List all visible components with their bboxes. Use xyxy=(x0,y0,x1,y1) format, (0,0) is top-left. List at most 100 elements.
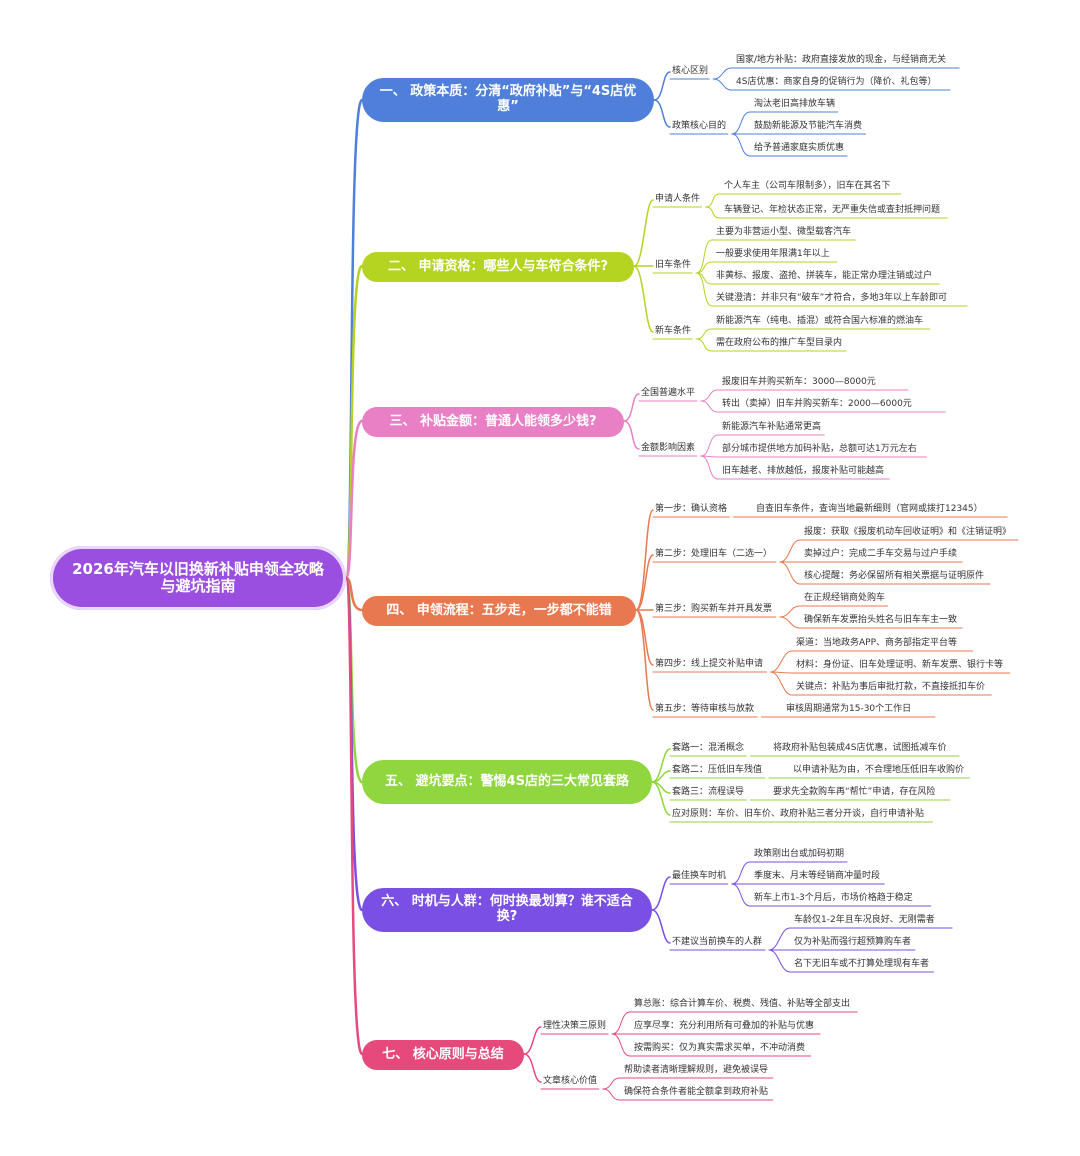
subtopic-label[interactable]: 最佳换车时机 xyxy=(672,871,727,881)
subtopic-label[interactable]: 旧车条件 xyxy=(655,260,692,270)
branch-group-link xyxy=(635,509,654,611)
leaf-item[interactable]: 新车上市1-3个月后，市场价格趋于稳定 xyxy=(754,893,913,903)
branch-topic[interactable]: 六、 时机与人群：何时换最划算？谁不适合换? xyxy=(362,888,652,932)
leaf-item[interactable]: 要求先全款购车再“帮忙”申请，存在风险 xyxy=(773,787,936,797)
branch-group-link xyxy=(633,199,654,267)
leaf-item[interactable]: 转出（卖掉）旧车并购买新车：2000—6000元 xyxy=(722,399,912,409)
branch-topic[interactable]: 五、 避坑要点：警惕4S店的三大常见套路 xyxy=(362,760,652,804)
subtopic-label[interactable]: 第二步：处理旧车（二选一） xyxy=(655,549,773,559)
branch-group-link xyxy=(523,1026,542,1055)
branch-topic[interactable]: 三、 补贴金额：普通人能领多少钱? xyxy=(362,407,624,437)
subtopic-label[interactable]: 套路一：混淆概念 xyxy=(672,743,745,753)
group-item-link xyxy=(695,239,713,274)
leaf-item[interactable]: 渠道：当地政务APP、商务部指定平台等 xyxy=(796,638,958,648)
leaf-item[interactable]: 淘汰老旧高排放车辆 xyxy=(754,99,836,109)
subtopic-label[interactable]: 第五步：等待审核与放款 xyxy=(655,704,755,714)
leaf-item[interactable]: 个人车主（公司车限制多），旧车在其名下 xyxy=(724,181,891,191)
branch-topic[interactable]: 二、 申请资格：哪些人与车符合条件? xyxy=(362,252,634,282)
leaf-item[interactable]: 部分城市提供地方加码补贴，总额可达1万元左右 xyxy=(722,444,917,454)
subtopic-label[interactable]: 金额影响因素 xyxy=(641,443,696,453)
group-item-link xyxy=(700,400,719,413)
branch-topic[interactable]: 七、 核心原则与总结 xyxy=(362,1040,524,1070)
leaf-item[interactable]: 按需购买：仅为真实需求买单，不冲动消费 xyxy=(634,1043,806,1053)
group-item-link xyxy=(695,338,713,352)
leaf-item[interactable]: 算总账：综合计算车价、税费、残值、补贴等全部支出 xyxy=(634,999,851,1009)
leaf-item[interactable]: 以申请补贴为由，不合理地压低旧车收购价 xyxy=(793,765,965,775)
subtopic-label[interactable]: 套路二：压低旧车残值 xyxy=(672,765,763,775)
group-item-link xyxy=(779,605,801,618)
group-item-link xyxy=(695,328,713,340)
branch-group-link xyxy=(623,420,640,450)
leaf-item[interactable]: 非黄标、报废、盗抢、拼装车，能正常办理注销或过户 xyxy=(716,271,933,281)
subtopic-label[interactable]: 新车条件 xyxy=(655,326,692,336)
branch-topic[interactable]: 一、 政策本质：分清“政府补贴”与“4S店优惠” xyxy=(362,78,654,122)
leaf-item[interactable]: 主要为非营运小型、微型载客汽车 xyxy=(716,227,852,237)
leaf-item[interactable]: 需在政府公布的推广车型目录内 xyxy=(716,338,843,348)
subtopic-label[interactable]: 第四步：线上提交补贴申请 xyxy=(655,659,764,669)
leaf-item[interactable]: 在正规经销商处购车 xyxy=(804,593,886,603)
leaf-item[interactable]: 确保新车发票抬头姓名与旧车车主一致 xyxy=(804,615,958,625)
leaf-item[interactable]: 名下无旧车或不打算处理现有车者 xyxy=(794,959,930,969)
leaf-item[interactable]: 季度末、月末等经销商冲量时段 xyxy=(754,871,881,881)
subtopic-label[interactable]: 文章核心价值 xyxy=(543,1076,598,1086)
leaf-item[interactable]: 卖掉过户：完成二手车交易与过户手续 xyxy=(804,549,958,559)
leaf-item[interactable]: 关键澄清：并非只有“破车”才符合，多地3年以上车龄即可 xyxy=(716,293,948,303)
leaf-item[interactable]: 国家/地方补贴：政府直接发放的现金，与经销商无关 xyxy=(736,55,947,65)
group-item-link xyxy=(602,1077,621,1090)
leaf-item[interactable]: 旧车越老、排放越低，报废补贴可能越高 xyxy=(722,466,885,476)
branch-group-link xyxy=(653,71,671,101)
leaf-item[interactable]: 核心提醒：务必保留所有相关票据与证明原件 xyxy=(804,571,985,581)
group-item-link xyxy=(705,193,721,208)
leaf-item[interactable]: 政策刚出台或加码初期 xyxy=(754,849,845,859)
root-topic[interactable]: 2026年汽车以旧换新补贴申领全攻略与避坑指南 xyxy=(50,546,346,610)
subtopic-label[interactable]: 第三步：购买新车并开具发票 xyxy=(655,604,773,614)
branch-topic[interactable]: 四、 申领流程：五步走，一步都不能错 xyxy=(362,596,636,626)
leaf-item[interactable]: 车龄仅1-2年且车况良好、无刚需者 xyxy=(794,915,935,925)
branch-group-link xyxy=(651,876,671,911)
group-item-link xyxy=(705,206,721,219)
subtopic-label[interactable]: 第一步：确认资格 xyxy=(655,504,728,514)
leaf-item[interactable]: 新能源汽车（纯电、插混）或符合国六标准的燃油车 xyxy=(716,316,924,326)
leaf-item[interactable]: 应享尽享：充分利用所有可叠加的补贴与优惠 xyxy=(634,1021,815,1031)
branch-group-link xyxy=(651,909,671,944)
subtopic-label[interactable]: 套路三：流程误导 xyxy=(672,787,745,797)
group-item-link xyxy=(779,561,801,585)
leaf-item[interactable]: 报废旧车并购买新车：3000—8000元 xyxy=(722,377,876,387)
subtopic-label[interactable]: 申请人条件 xyxy=(655,194,701,204)
subtopic-label[interactable]: 应对原则：车价、旧车价、政府补贴三者分开谈，自行申请补贴 xyxy=(672,809,925,819)
leaf-item[interactable]: 4S店优惠：商家自身的促销行为（降价、礼包等） xyxy=(736,77,937,87)
leaf-item[interactable]: 材料：身份证、旧车处理证明、新车发票、银行卡等 xyxy=(796,660,1004,670)
leaf-item[interactable]: 关键点：补贴为事后审批打款，不直接抵扣车价 xyxy=(796,682,986,692)
group-item-link xyxy=(731,883,751,907)
group-item-link xyxy=(700,434,719,457)
group-item-link xyxy=(731,861,751,885)
subtopic-label[interactable]: 政策核心目的 xyxy=(672,121,727,131)
leaf-item[interactable]: 新能源汽车补贴通常更高 xyxy=(722,422,822,432)
leaf-item[interactable]: 给予普通家庭实质优惠 xyxy=(754,143,845,153)
branch-group-link xyxy=(523,1053,542,1083)
group-item-link xyxy=(768,949,791,973)
root-branch-link xyxy=(344,576,364,1056)
subtopic-label[interactable]: 理性决策三原则 xyxy=(543,1021,607,1031)
leaf-item[interactable]: 报废：获取《报废机动车回收证明》和《注销证明》 xyxy=(804,527,1012,537)
leaf-item[interactable]: 一般要求使用年限满1年以上 xyxy=(716,249,830,259)
group-item-link xyxy=(712,78,733,91)
leaf-item[interactable]: 车辆登记、年检状态正常，无严重失信或查封抵押问题 xyxy=(724,205,941,215)
leaf-item[interactable]: 确保符合条件者能全额拿到政府补贴 xyxy=(624,1087,769,1097)
group-item-link xyxy=(768,927,791,951)
leaf-item[interactable]: 将政府补贴包装成4S店优惠，试图抵减车价 xyxy=(773,743,947,753)
subtopic-label[interactable]: 全国普遍水平 xyxy=(641,388,696,398)
leaf-item[interactable]: 帮助读者清晰理解规则，避免被误导 xyxy=(624,1065,769,1075)
group-item-link xyxy=(770,671,793,696)
leaf-item[interactable]: 鼓励新能源及节能汽车消费 xyxy=(754,121,863,131)
group-item-link xyxy=(779,539,801,563)
group-item-link xyxy=(700,455,719,480)
leaf-item[interactable]: 自查旧车条件，查询当地最新细则（官网或拨打12345） xyxy=(756,504,983,514)
group-item-link xyxy=(602,1088,621,1101)
subtopic-label[interactable]: 不建议当前换车的人群 xyxy=(672,937,763,947)
subtopic-label[interactable]: 核心区别 xyxy=(672,66,709,76)
leaf-item[interactable]: 审核周期通常为15-30个工作日 xyxy=(786,704,912,714)
leaf-item[interactable]: 仅为补贴而强行超预算购车者 xyxy=(794,937,912,947)
